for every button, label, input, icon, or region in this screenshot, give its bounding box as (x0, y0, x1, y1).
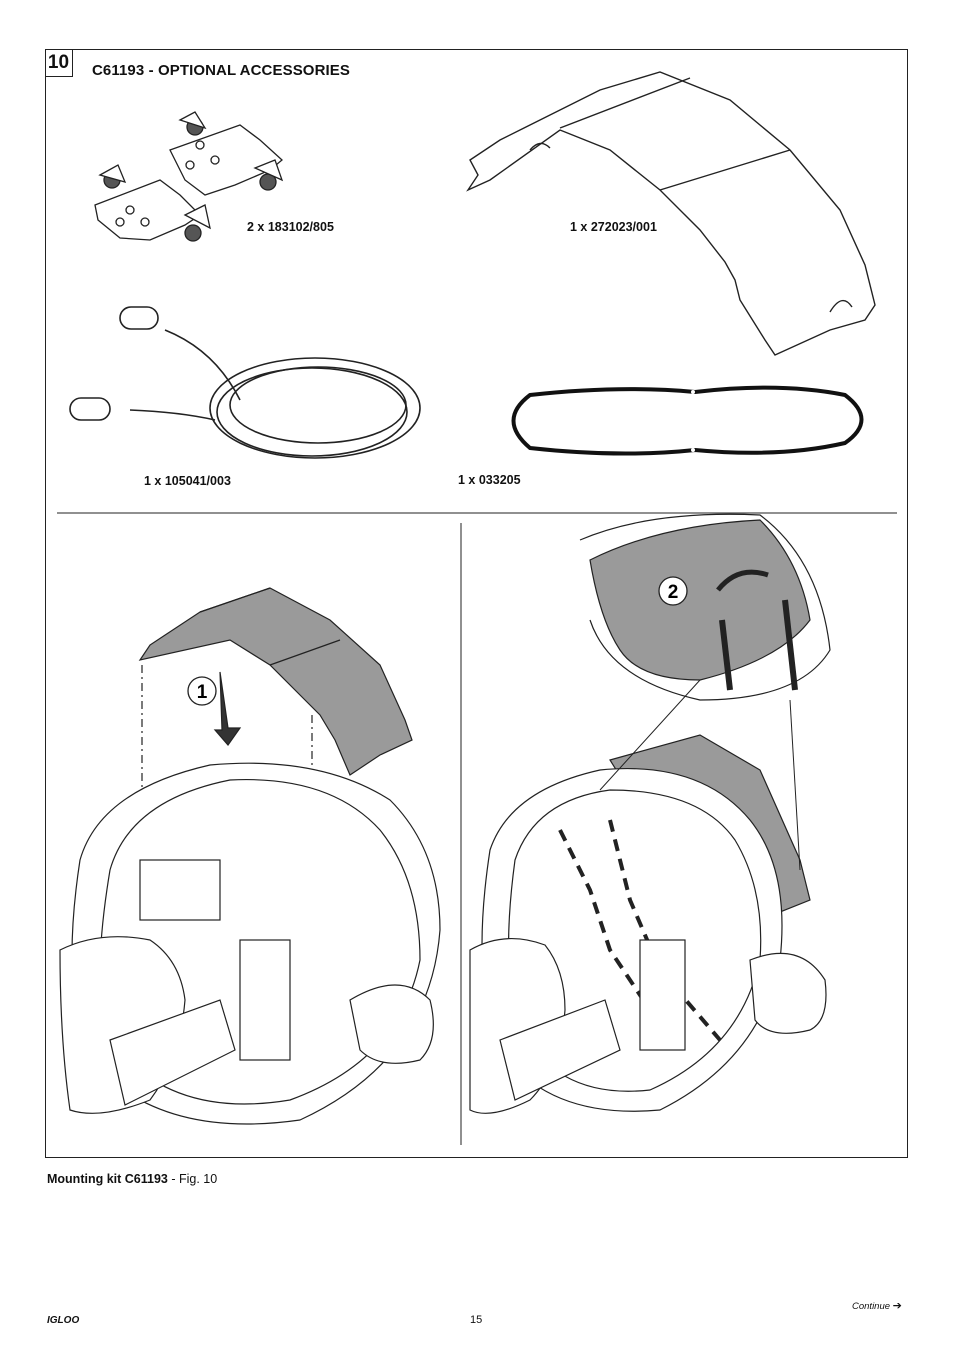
brand-name: IGLOO (47, 1315, 80, 1326)
arrow-right-icon: ➔ (892, 1300, 902, 1312)
step-2-callout: 2 (658, 576, 688, 606)
elastic-band-icon (511, 385, 864, 456)
part-label-band: 1 x 033205 (458, 473, 521, 487)
continue-note: Continue ➔ (852, 1299, 902, 1312)
cover-plate-icon (466, 71, 876, 356)
step-1-number: 1 (197, 682, 208, 703)
caption-bold: Mounting kit C61193 (47, 1172, 168, 1186)
figure-title: C61193 - OPTIONAL ACCESSORIES (92, 62, 350, 79)
page-number: 15 (470, 1314, 483, 1326)
mounting-bracket-icon (94, 111, 284, 242)
part-label-cable: 1 x 105041/003 (144, 474, 231, 488)
part-label-brackets: 2 x 183102/805 (247, 220, 334, 234)
figure-number: 10 (45, 49, 73, 77)
part-label-cover: 1 x 272023/001 (570, 220, 657, 234)
safety-cable-icon (69, 306, 421, 459)
step-1-callout: 1 (187, 676, 217, 706)
luminaire-step1 (59, 587, 441, 1125)
figure-frame (45, 49, 908, 1158)
luminaire-step2 (469, 513, 831, 1114)
figure-caption: Mounting kit C61193 - Fig. 10 (47, 1172, 217, 1186)
step-2-number: 2 (668, 582, 679, 603)
caption-rest: - Fig. 10 (167, 1172, 218, 1186)
continue-label: Continue (852, 1301, 891, 1312)
